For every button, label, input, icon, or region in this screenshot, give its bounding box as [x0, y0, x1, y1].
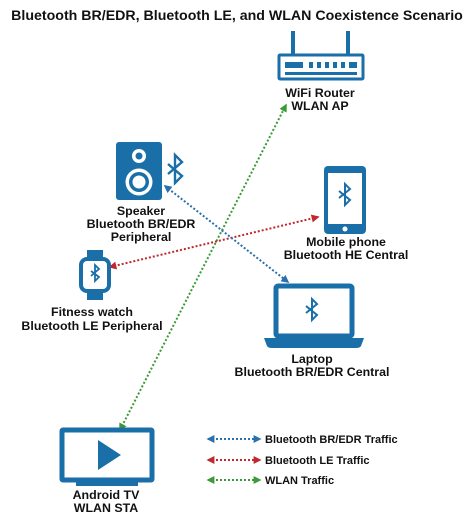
phone-role: Bluetooth HE Central: [284, 248, 409, 262]
watch-name: Fitness watch: [51, 305, 133, 319]
legend-label-bt-bredr: Bluetooth BR/EDR Traffic: [265, 434, 398, 446]
wifi-router-icon: [277, 31, 365, 81]
wlan-traffic-link: [119, 103, 287, 432]
tv-name: Android TV: [73, 488, 140, 502]
legend-label-wlan: WLAN Traffic: [265, 475, 334, 487]
laptop-name: Laptop: [291, 352, 333, 366]
speaker-icon: [116, 142, 162, 200]
phone-name: Mobile phone: [306, 235, 386, 249]
legend-label-bt-le: Bluetooth LE Traffic: [265, 455, 370, 467]
laptop-role: Bluetooth BR/EDR Central: [235, 365, 390, 379]
diagram-title: Bluetooth BR/EDR, Bluetooth LE, and WLAN…: [11, 8, 463, 24]
tv-role: WLAN STA: [74, 501, 139, 515]
bt-bredr-traffic-link: [163, 185, 290, 283]
watch-role: Bluetooth LE Peripheral: [21, 319, 162, 333]
tv-icon: [59, 427, 155, 486]
router-role: WLAN AP: [291, 99, 348, 113]
bluetooth-icon: [167, 152, 184, 186]
speaker-role: Bluetooth BR/EDR: [87, 217, 196, 231]
fitness-watch-icon: [79, 250, 111, 300]
speaker-role-detail: Peripheral: [111, 230, 172, 244]
router-name: WiFi Router: [285, 86, 355, 100]
legend: Bluetooth BR/EDR Traffic Bluetooth LE Tr…: [206, 434, 398, 487]
mobile-phone-icon: [324, 166, 366, 234]
laptop-icon: [264, 283, 364, 348]
speaker-name: Speaker: [117, 204, 165, 218]
